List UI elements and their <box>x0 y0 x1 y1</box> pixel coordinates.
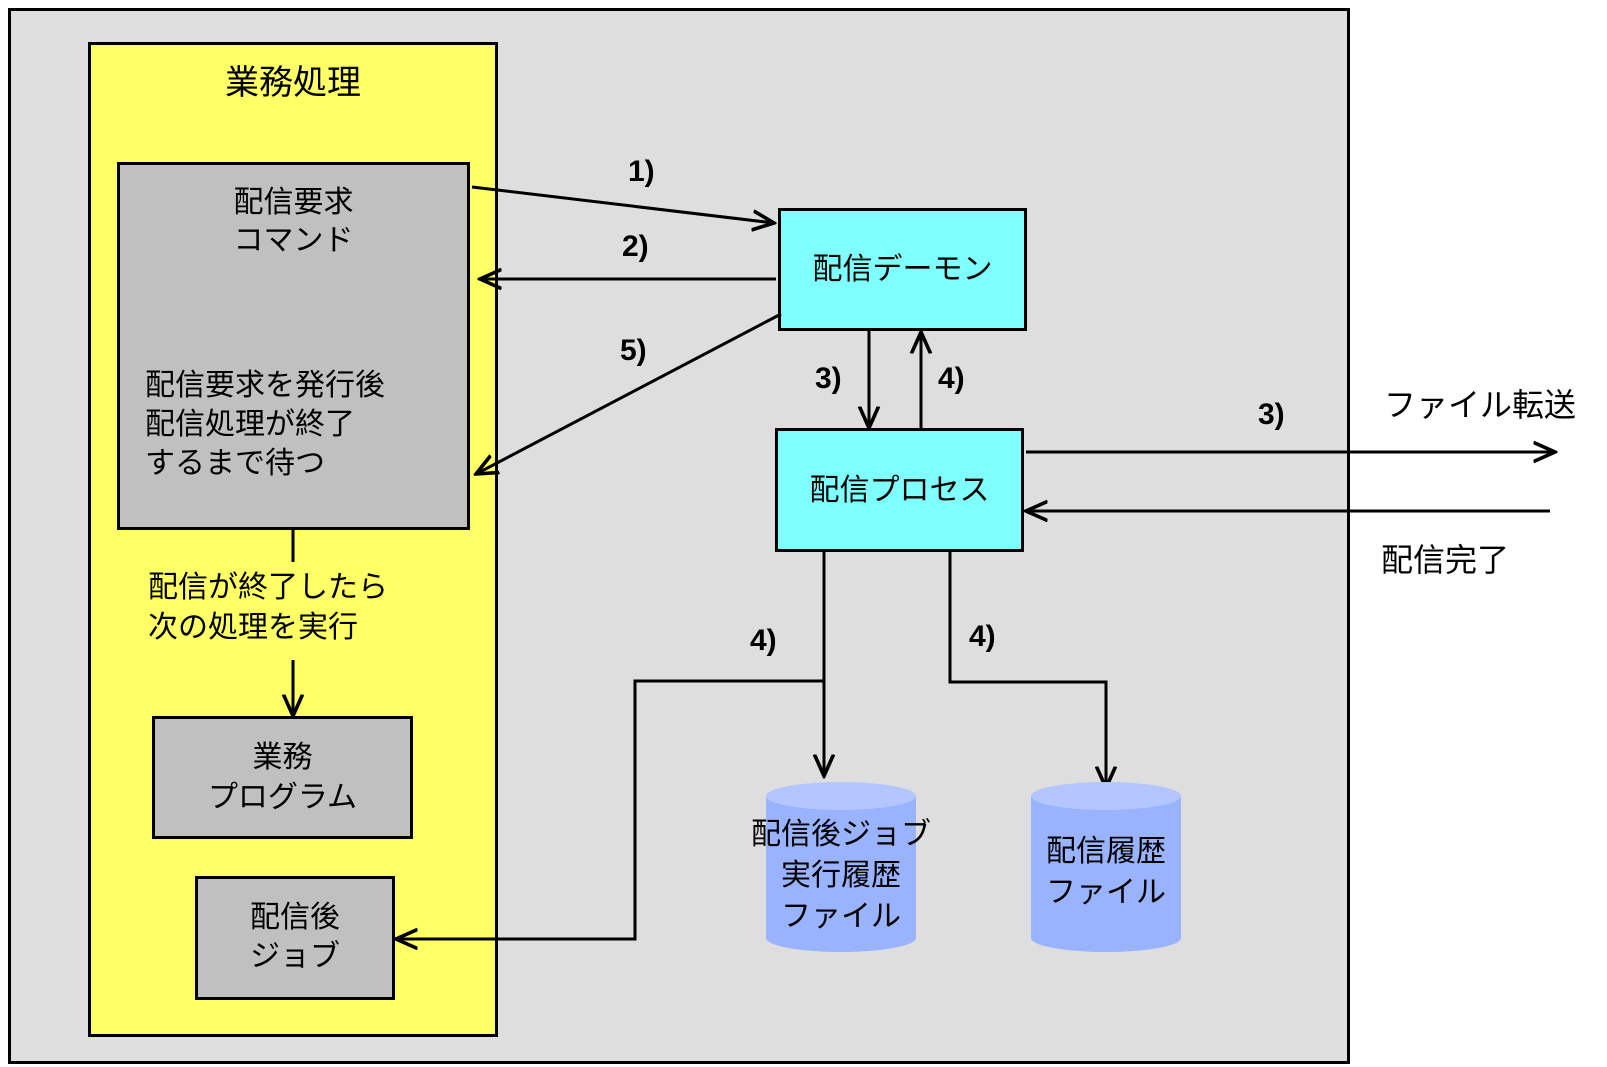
delivery-complete-label: 配信完了 <box>1381 541 1510 579</box>
postjob-history-label-line3: ファイル <box>781 899 901 934</box>
step-label-5: 5) <box>620 334 647 367</box>
request-command-title-line2: コマンド <box>233 223 354 258</box>
after-delivery-note-line2: 次の処理を実行 <box>148 610 358 645</box>
delivery-history-cylinder <box>1031 782 1181 952</box>
arrow-daemon-completion <box>476 312 782 474</box>
arrow-request-to-daemon <box>471 185 774 223</box>
request-command-title-line1: 配信要求 <box>233 185 354 220</box>
post-delivery-job-line2: ジョブ <box>250 939 340 974</box>
request-command-desc-line1: 配信要求を発行後 <box>145 368 385 403</box>
arrow-process-to-history <box>948 552 1106 788</box>
step-label-1: 1) <box>628 155 655 188</box>
step-label-4-left: 4) <box>750 624 777 657</box>
delivery-daemon-label: 配信デーモン <box>812 252 993 287</box>
file-transfer-label: ファイル転送 <box>1384 386 1577 424</box>
business-program-box <box>152 716 413 839</box>
step-label-4-right: 4) <box>969 620 996 653</box>
delivery-process-box <box>775 428 1024 552</box>
arrow-process-to-postjob <box>396 679 824 939</box>
request-command-box <box>117 162 470 530</box>
step-label-3-right: 3) <box>1258 398 1285 431</box>
post-delivery-job-box <box>195 876 395 1000</box>
delivery-history-label-line2: ファイル <box>1046 875 1166 910</box>
delivery-process-label: 配信プロセス <box>809 473 990 508</box>
step-label-3-down: 3) <box>815 362 842 395</box>
post-delivery-job-line1: 配信後 <box>250 900 340 935</box>
step-label-2: 2) <box>622 230 649 263</box>
business-processing-title: 業務処理 <box>225 63 361 103</box>
delivery-history-label-line1: 配信履歴 <box>1046 834 1166 869</box>
step-label-4-up: 4) <box>938 362 965 395</box>
postjob-history-label-line1: 配信後ジョブ <box>751 817 931 852</box>
postjob-history-label-line2: 実行履歴 <box>781 858 901 893</box>
postjob-history-cylinder <box>766 782 916 952</box>
request-command-desc-line3: するまで待つ <box>145 446 325 481</box>
after-delivery-note-line1: 配信が終了したら <box>148 570 388 605</box>
request-command-desc-line2: 配信処理が終了 <box>145 407 355 442</box>
business-program-line2: プログラム <box>207 780 358 815</box>
business-program-line1: 業務 <box>252 740 313 775</box>
delivery-daemon-box <box>778 208 1027 331</box>
